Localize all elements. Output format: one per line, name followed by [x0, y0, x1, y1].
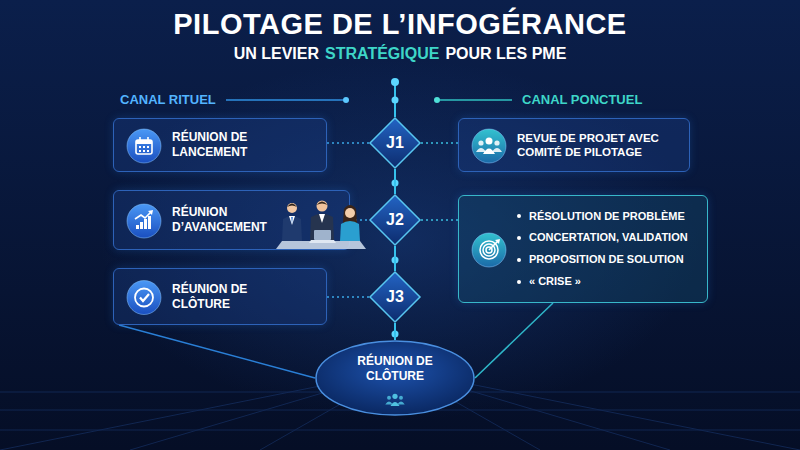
page-title: PILOTAGE DE L’INFOGÉRANCE — [0, 8, 800, 41]
issue-list-box: RÉSOLUTION DE PROBLÈME CONCERTATION, VALI… — [458, 195, 708, 303]
bullet-row: « CRISE » — [517, 275, 688, 289]
box-icon — [459, 119, 517, 173]
box-icon — [114, 191, 172, 251]
project-review-box: REVUE DE PROJET AVEC COMITÉ DE PILOTAGE — [458, 118, 690, 172]
node-content: J1 — [386, 133, 404, 153]
timeline-connector — [475, 303, 553, 378]
dotted-connector — [327, 296, 369, 298]
dotted-connector — [421, 142, 458, 144]
bullet-row: CONCERTATION, VALIDATION — [517, 231, 688, 245]
timeline-connector — [394, 169, 396, 194]
ritual-meeting-box: RÉUNION DE CLÔTURE — [113, 268, 327, 325]
node-content: RÉUNION DE LANCEMENT — [172, 130, 276, 160]
channel-label: CANAL PONCTUEL — [522, 92, 642, 107]
node-content: J3 — [386, 287, 404, 307]
list-item-text: PROPOSITION DE SOLUTION — [529, 253, 684, 267]
list-item-text: « CRISE » — [529, 275, 581, 289]
bullet-row: PROPOSITION DE SOLUTION — [517, 253, 688, 267]
node-text: REVUE DE PROJET AVEC COMITÉ DE PILOTAGE — [517, 131, 681, 160]
bullet-dot — [517, 214, 521, 218]
subtitle-row: UN LEVIER STRATÉGIQUE POUR LES PME — [0, 45, 800, 63]
milestone-label: J1 — [386, 133, 404, 153]
milestone-label: J3 — [386, 287, 404, 307]
timeline-connector — [119, 325, 315, 378]
box-icon — [459, 196, 517, 304]
ritual-meeting-box: RÉUNION D’AVANCEMENT — [113, 190, 350, 250]
channel-label: CANAL RITUEL — [120, 92, 216, 107]
bullet-dot — [517, 258, 521, 262]
node-content: RÉUNION DE CLÔTURE — [354, 354, 436, 402]
subtitle-text: POUR LES PME — [445, 45, 566, 63]
closing-meeting-ellipse: RÉUNION DE CLÔTURE — [315, 340, 475, 416]
meeting-illustration — [276, 197, 366, 253]
timeline-connector — [394, 246, 396, 271]
node-content: J2 — [386, 210, 404, 230]
box-icon — [114, 269, 172, 326]
subtitle-text: UN LEVIER — [234, 45, 319, 63]
milestone-diamond: J3 — [369, 271, 421, 323]
node-text: RÉUNION DE CLÔTURE — [354, 354, 436, 384]
bullet-row: RÉSOLUTION DE PROBLÈME — [517, 210, 688, 224]
milestone-diamond: J2 — [369, 194, 421, 246]
node-text: RÉUNION DE CLÔTURE — [172, 282, 276, 312]
node-text: RÉUNION DE LANCEMENT — [172, 130, 276, 160]
dotted-connector — [421, 219, 458, 221]
list-item-text: CONCERTATION, VALIDATION — [529, 231, 688, 245]
node-content: REVUE DE PROJET AVEC COMITÉ DE PILOTAGE — [517, 131, 681, 160]
timeline-connector — [394, 323, 396, 340]
dotted-connector — [327, 142, 369, 144]
bullet-dot — [517, 236, 521, 240]
box-icon — [114, 119, 172, 173]
list-item-text: RÉSOLUTION DE PROBLÈME — [529, 210, 685, 224]
node-content: RÉSOLUTION DE PROBLÈME CONCERTATION, VALI… — [517, 210, 688, 289]
node-content: RÉUNION DE CLÔTURE — [172, 282, 276, 312]
subtitle-text: STRATÉGIQUE — [325, 45, 439, 63]
milestone-label: J2 — [386, 210, 404, 230]
node-text: RÉUNION D’AVANCEMENT — [172, 205, 276, 235]
bullet-dot — [517, 280, 521, 284]
node-content: RÉUNION D’AVANCEMENT — [172, 205, 276, 235]
milestone-diamond: J1 — [369, 117, 421, 169]
ritual-meeting-box: RÉUNION DE LANCEMENT — [113, 118, 327, 172]
